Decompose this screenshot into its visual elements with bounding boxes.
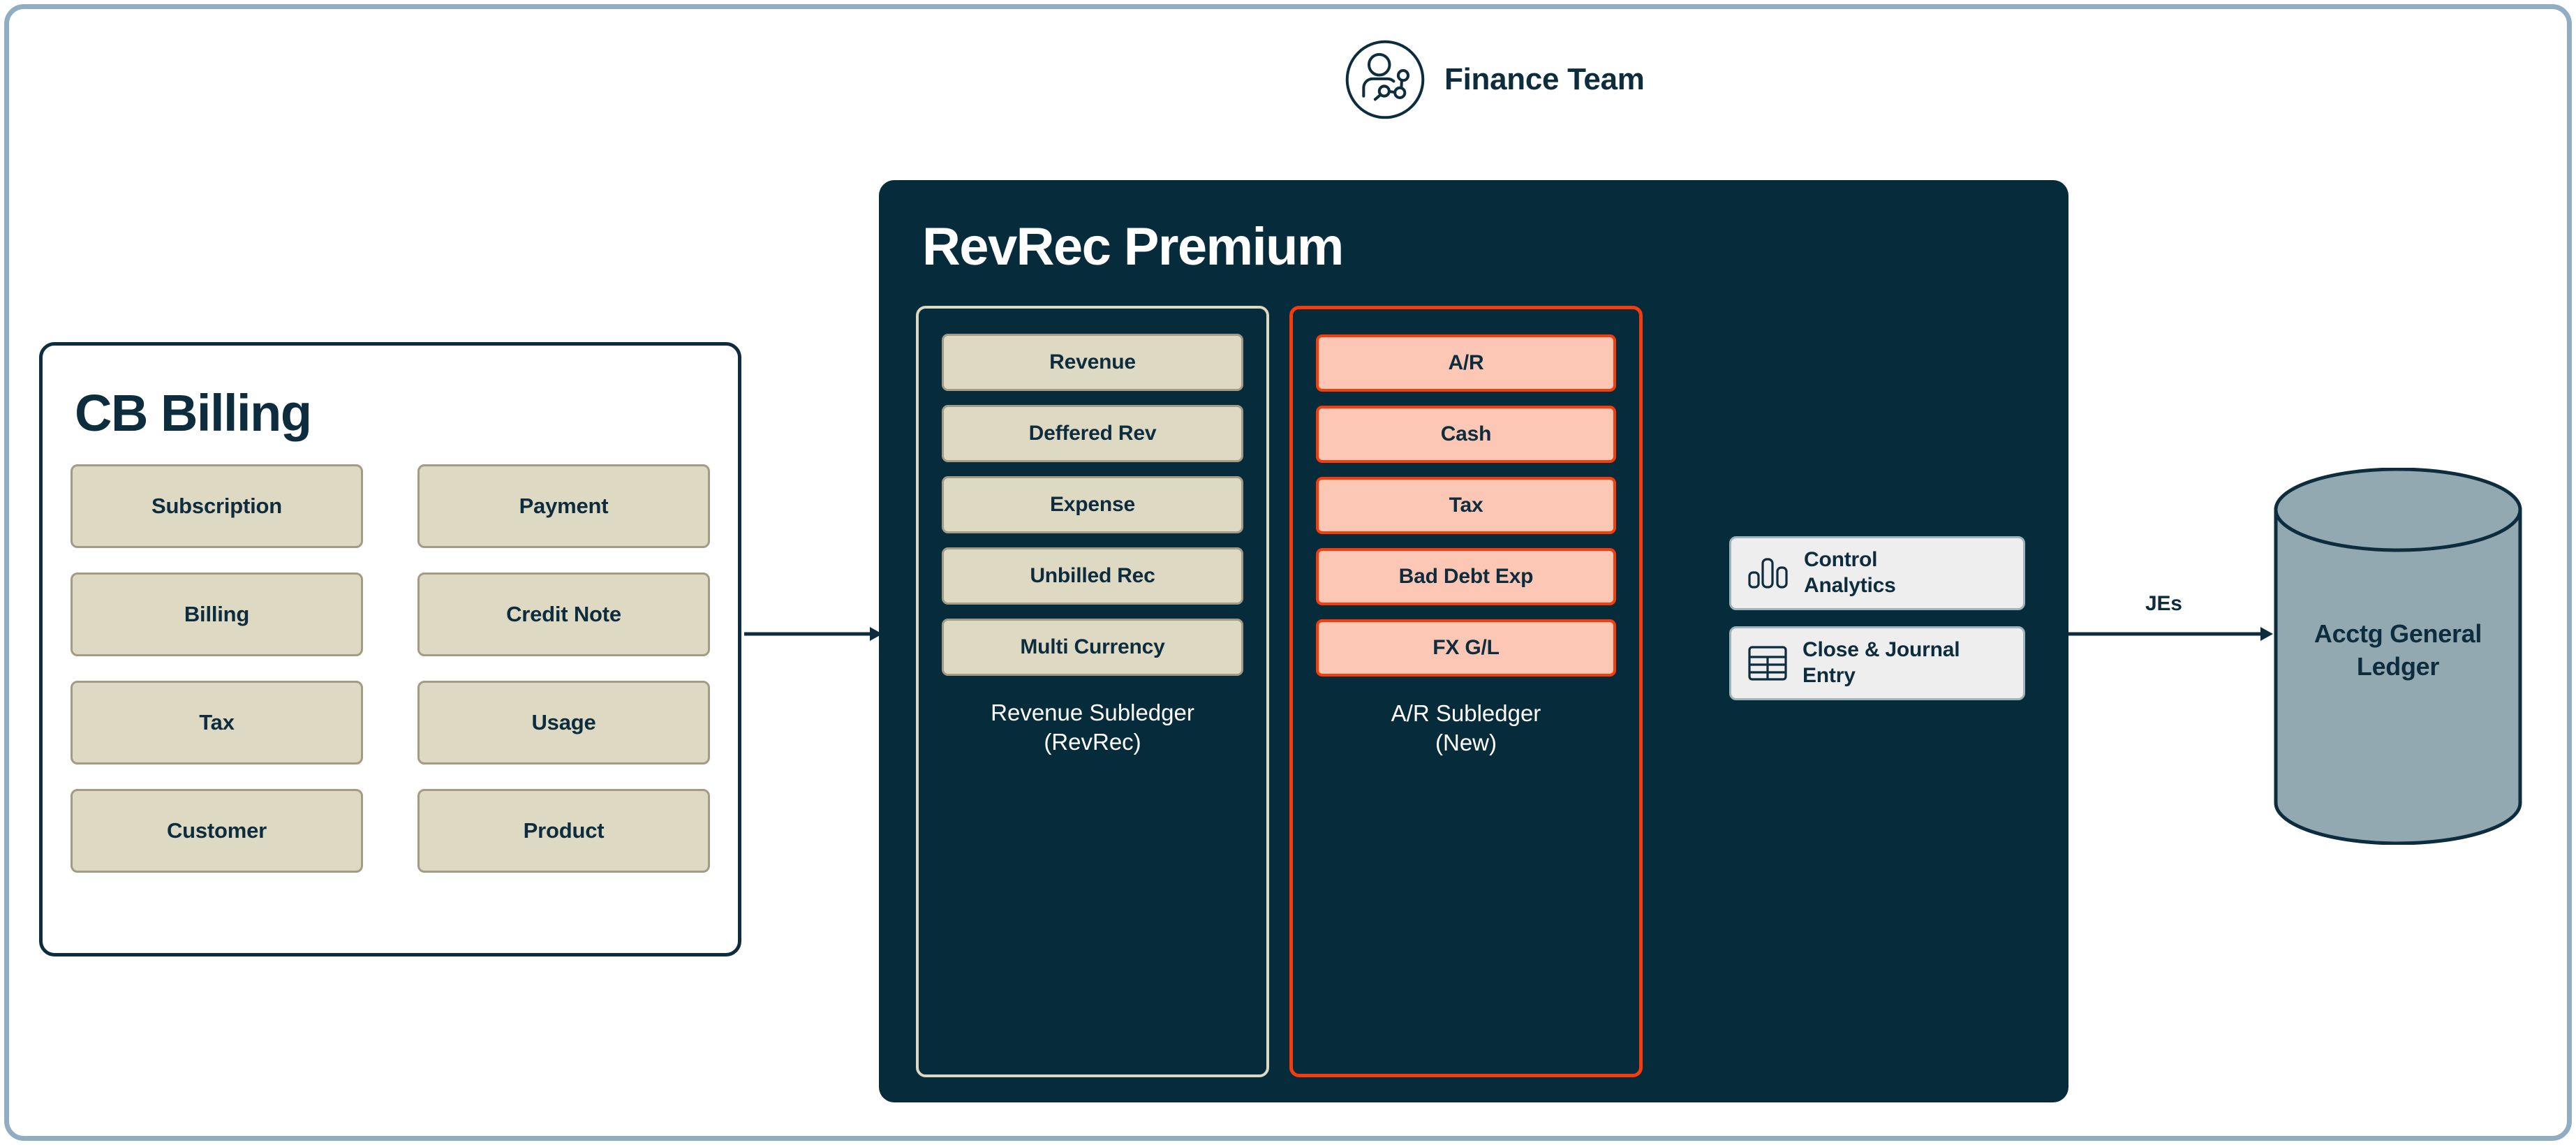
revenue-subledger-caption: Revenue Subledger (RevRec) bbox=[942, 698, 1243, 757]
ar-subledger-caption: A/R Subledger (New) bbox=[1316, 699, 1616, 758]
table-grid-icon bbox=[1748, 646, 1787, 681]
billing-item-payment[interactable]: Payment bbox=[417, 464, 710, 548]
billing-item-subscription[interactable]: Subscription bbox=[71, 464, 363, 548]
general-ledger-label-line2: Ledger bbox=[2356, 651, 2440, 681]
finance-team-label: Finance Team bbox=[1444, 62, 1645, 96]
revenue-item-revenue[interactable]: Revenue bbox=[942, 334, 1243, 391]
ar-item-cash[interactable]: Cash bbox=[1316, 406, 1616, 463]
general-ledger-label: Acctg General Ledger bbox=[2272, 618, 2524, 684]
revenue-subledger-group: Revenue Deffered Rev Expense Unbilled Re… bbox=[916, 306, 1269, 1077]
accounting-general-ledger: Acctg General Ledger bbox=[2272, 467, 2524, 845]
ar-subledger-caption-line1: A/R Subledger bbox=[1391, 700, 1541, 726]
close-journal-entry-label-line1: Close & Journal bbox=[1803, 638, 1960, 662]
close-journal-entry-card[interactable]: Close & Journal Entry bbox=[1729, 626, 2025, 700]
control-analytics-card[interactable]: Control Analytics bbox=[1729, 536, 2025, 610]
billing-item-billing[interactable]: Billing bbox=[71, 572, 363, 656]
ar-subledger-group: A/R Cash Tax Bad Debt Exp FX G/L A/R Sub… bbox=[1289, 306, 1643, 1077]
person-network-icon bbox=[1344, 38, 1426, 121]
ar-item-bad-debt-exp[interactable]: Bad Debt Exp bbox=[1316, 548, 1616, 605]
ar-item-tax[interactable]: Tax bbox=[1316, 477, 1616, 534]
cb-billing-grid: Subscription Payment Billing Credit Note… bbox=[71, 464, 710, 873]
revenue-item-deferred-rev[interactable]: Deffered Rev bbox=[942, 405, 1243, 462]
billing-item-tax[interactable]: Tax bbox=[71, 681, 363, 764]
ar-subledger-caption-line2: (New) bbox=[1435, 730, 1497, 756]
ar-item-ar[interactable]: A/R bbox=[1316, 334, 1616, 392]
revenue-subledger-caption-line1: Revenue Subledger bbox=[991, 700, 1194, 725]
cb-billing-title: CB Billing bbox=[75, 384, 312, 442]
revenue-item-multi-currency[interactable]: Multi Currency bbox=[942, 619, 1243, 676]
arrow-revrec-to-gl bbox=[2068, 627, 2273, 641]
ar-subledger-items: A/R Cash Tax Bad Debt Exp FX G/L bbox=[1316, 334, 1616, 677]
revrec-feature-cards: Control Analytics Close & Journal bbox=[1729, 536, 2025, 700]
control-analytics-label-line2: Analytics bbox=[1804, 574, 1896, 597]
revenue-subledger-caption-line2: (RevRec) bbox=[1044, 729, 1141, 755]
bar-chart-icon bbox=[1748, 557, 1789, 589]
arrow-label-jes: JEs bbox=[2145, 592, 2182, 615]
database-cylinder-icon bbox=[2274, 467, 2522, 845]
general-ledger-label-line1: Acctg General bbox=[2314, 619, 2482, 648]
revrec-premium-panel: RevRec Premium Revenue Deffered Rev Expe… bbox=[879, 180, 2068, 1102]
control-analytics-label: Control Analytics bbox=[1804, 547, 1896, 598]
close-journal-entry-label: Close & Journal Entry bbox=[1803, 637, 1960, 688]
cb-billing-panel: CB Billing Subscription Payment Billing … bbox=[39, 342, 741, 956]
finance-team-actor: Finance Team bbox=[1344, 38, 1645, 121]
billing-item-credit-note[interactable]: Credit Note bbox=[417, 572, 710, 656]
billing-item-customer[interactable]: Customer bbox=[71, 789, 363, 873]
revrec-premium-title: RevRec Premium bbox=[922, 217, 1344, 276]
revenue-item-unbilled-rec[interactable]: Unbilled Rec bbox=[942, 547, 1243, 605]
ar-item-fx-gl[interactable]: FX G/L bbox=[1316, 619, 1616, 677]
revenue-item-expense[interactable]: Expense bbox=[942, 476, 1243, 533]
billing-item-product[interactable]: Product bbox=[417, 789, 710, 873]
revenue-subledger-items: Revenue Deffered Rev Expense Unbilled Re… bbox=[942, 334, 1243, 676]
close-journal-entry-label-line2: Entry bbox=[1803, 664, 1856, 687]
control-analytics-label-line1: Control bbox=[1804, 548, 1878, 572]
billing-item-usage[interactable]: Usage bbox=[417, 681, 710, 764]
arrow-billing-to-revrec bbox=[744, 627, 882, 641]
